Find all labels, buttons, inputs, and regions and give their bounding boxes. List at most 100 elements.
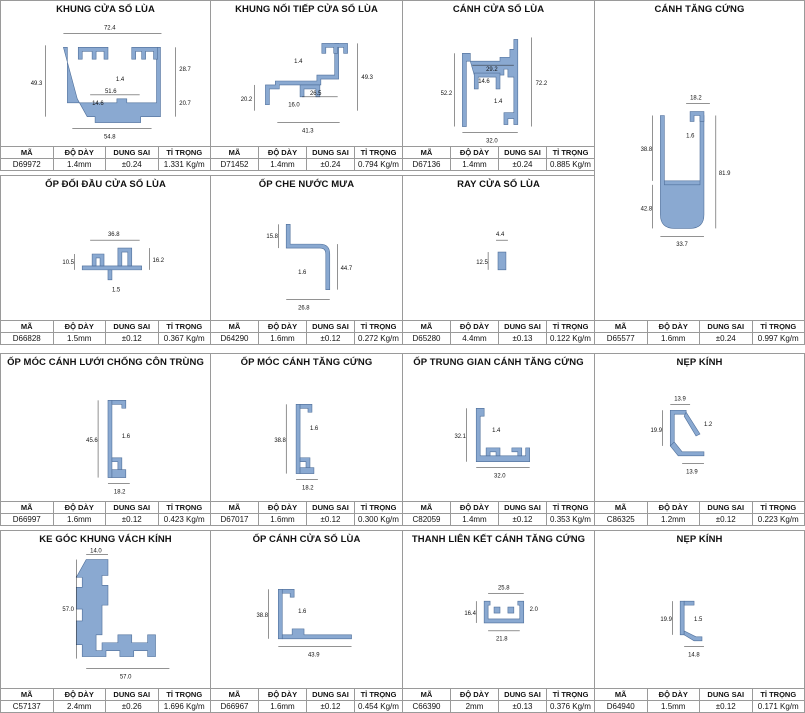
- header-tolerance: DUNG SAI: [105, 146, 159, 159]
- profile-shape: [669, 409, 687, 447]
- header-thickness: ĐỘ DÀY: [450, 688, 499, 701]
- profile-shape: [469, 39, 519, 125]
- profile-thickness: 1.4mm: [450, 158, 499, 171]
- profile-drawing: 29.2 14.6 52.2 72.2 1.4 32.0: [403, 15, 594, 147]
- profile-thickness: 1.6mm: [258, 700, 307, 713]
- profile-shape: [281, 628, 352, 640]
- header-tolerance: DUNG SAI: [105, 688, 159, 701]
- profile-shape: [75, 559, 156, 657]
- dimension-label: 25.8: [498, 585, 510, 591]
- dimension-label: 19.9: [660, 617, 672, 623]
- profile-drawing: 25.8 16.4 2.0 21.8: [403, 545, 594, 689]
- header-code: MÃ: [402, 688, 451, 701]
- header-weight: TỈ TRỌNG: [546, 146, 595, 159]
- profile-tolerance: ±0.24: [498, 158, 547, 171]
- profile-drawing: 14.0 57.0 57.0: [1, 545, 210, 689]
- profile-thickness: 2.4mm: [52, 700, 106, 713]
- profile-shape: [111, 400, 127, 409]
- header-weight: TỈ TRỌNG: [354, 146, 403, 159]
- profile-shape: [295, 404, 301, 474]
- profile-shape: [107, 269, 113, 281]
- profile-title: KE GÓC KHUNG VÁCH KÍNH: [39, 534, 172, 545]
- dimension-label: 36.8: [108, 232, 120, 238]
- header-thickness: ĐỘ DÀY: [258, 688, 307, 701]
- profile-drawing: 36.8 10.5 16.2 1.5: [1, 190, 210, 321]
- profile-tolerance: ±0.12: [699, 513, 753, 526]
- header-tolerance: DUNG SAI: [306, 320, 355, 333]
- profile-shape: [81, 265, 142, 271]
- profile-thickness: 1.6mm: [646, 332, 700, 345]
- profile-shape: [321, 43, 348, 54]
- profile-shape: [669, 441, 705, 457]
- profile-tolerance: ±0.12: [306, 513, 355, 526]
- profile-tolerance: ±0.12: [105, 513, 159, 526]
- dimension-label: 1.6: [298, 270, 307, 276]
- profile-drawing: 45.6 1.6 18.2: [1, 368, 210, 502]
- profile-title: ỐP CÁNH CỬA SỔ LÙA: [252, 534, 361, 545]
- dimension-label: 1.6: [122, 434, 131, 440]
- dimension-label: 29.2: [486, 67, 498, 73]
- dimension-label: 26.8: [298, 305, 310, 311]
- dimension-label: 16.2: [153, 258, 165, 264]
- header-thickness: ĐỘ DÀY: [258, 320, 307, 333]
- dimension-label: 1.4: [494, 99, 503, 105]
- profile-thickness: 1.5mm: [52, 332, 106, 345]
- profile-code: C66390: [402, 700, 451, 713]
- header-thickness: ĐỘ DÀY: [450, 146, 499, 159]
- profile-shape: [485, 447, 501, 457]
- profile-title: ỐP ĐỐI ĐẦU CỬA SỔ LÙA: [45, 179, 166, 190]
- profile-shape: [299, 457, 311, 468]
- dimension-label: 1.4: [116, 77, 125, 83]
- profile-code: D67017: [210, 513, 259, 526]
- profile-code: D64290: [210, 332, 259, 345]
- profile-tolerance: ±0.26: [105, 700, 159, 713]
- header-code: MÃ: [210, 146, 259, 159]
- dimension-label: 72.4: [104, 25, 116, 31]
- profile-code: D71452: [210, 158, 259, 171]
- profile-shape: [473, 72, 501, 90]
- header-code: MÃ: [402, 146, 451, 159]
- dimension-label: 20.7: [179, 101, 191, 107]
- profile-card-khung-cua-so-lua: KHUNG CỬA SỔ LÙA 72.4 49.3 28.7 20.7 1.4…: [0, 0, 211, 171]
- header-code: MÃ: [0, 320, 54, 333]
- profile-title: KHUNG NỐI TIẾP CỬA SỔ LÙA: [235, 4, 378, 15]
- profile-code: D66967: [210, 700, 259, 713]
- profile-shape: [507, 606, 515, 614]
- profile-drawing: 72.4 49.3 28.7 20.7 1.4 14.6 51.6 54.8: [1, 15, 210, 147]
- profile-tolerance: ±0.12: [306, 700, 355, 713]
- profile-title: CÁNH CỬA SỔ LÙA: [452, 4, 545, 15]
- header-thickness: ĐỘ DÀY: [258, 501, 307, 514]
- profile-card-ke-goc: KE GÓC KHUNG VÁCH KÍNH 14.0 57.0 57.0 MÃ…: [0, 530, 211, 713]
- profile-title: ỐP TRUNG GIAN CÁNH TĂNG CỨNG: [413, 357, 584, 368]
- profile-shape: [660, 115, 705, 229]
- profile-shape: [77, 47, 109, 60]
- dimension-label: 13.9: [686, 470, 698, 476]
- header-weight: TỈ TRỌNG: [157, 320, 211, 333]
- profile-weight: 0.353 Kg/m: [546, 513, 595, 526]
- profile-tolerance: ±0.12: [306, 332, 355, 345]
- dimension-label: 1.4: [294, 59, 303, 65]
- profile-weight: 0.300 Kg/m: [354, 513, 403, 526]
- dimension-label: 51.6: [105, 89, 117, 95]
- header-tolerance: DUNG SAI: [498, 146, 547, 159]
- header-tolerance: DUNG SAI: [498, 688, 547, 701]
- profile-shape: [131, 47, 158, 60]
- profile-weight: 0.794 Kg/m: [354, 158, 403, 171]
- profile-title: NẸP KÍNH: [676, 357, 723, 368]
- profile-shape: [91, 253, 105, 267]
- profile-card-canh-cua-so-lua: CÁNH CỬA SỔ LÙA 29.2 14.6 52.2 72.2 1.4 …: [402, 0, 595, 171]
- profile-title: ỐP MÓC CÁNH TĂNG CỨNG: [240, 357, 373, 368]
- profile-weight: 1.696 Kg/m: [157, 700, 211, 713]
- dimension-label: 43.9: [308, 653, 320, 659]
- profile-shape: [299, 404, 313, 413]
- header-tolerance: DUNG SAI: [105, 501, 159, 514]
- profile-card-op-doi-dau: ỐP ĐỐI ĐẦU CỬA SỔ LÙA 36.8 10.5 16.2 1.5…: [0, 175, 211, 345]
- profile-thickness: 1.4mm: [450, 513, 499, 526]
